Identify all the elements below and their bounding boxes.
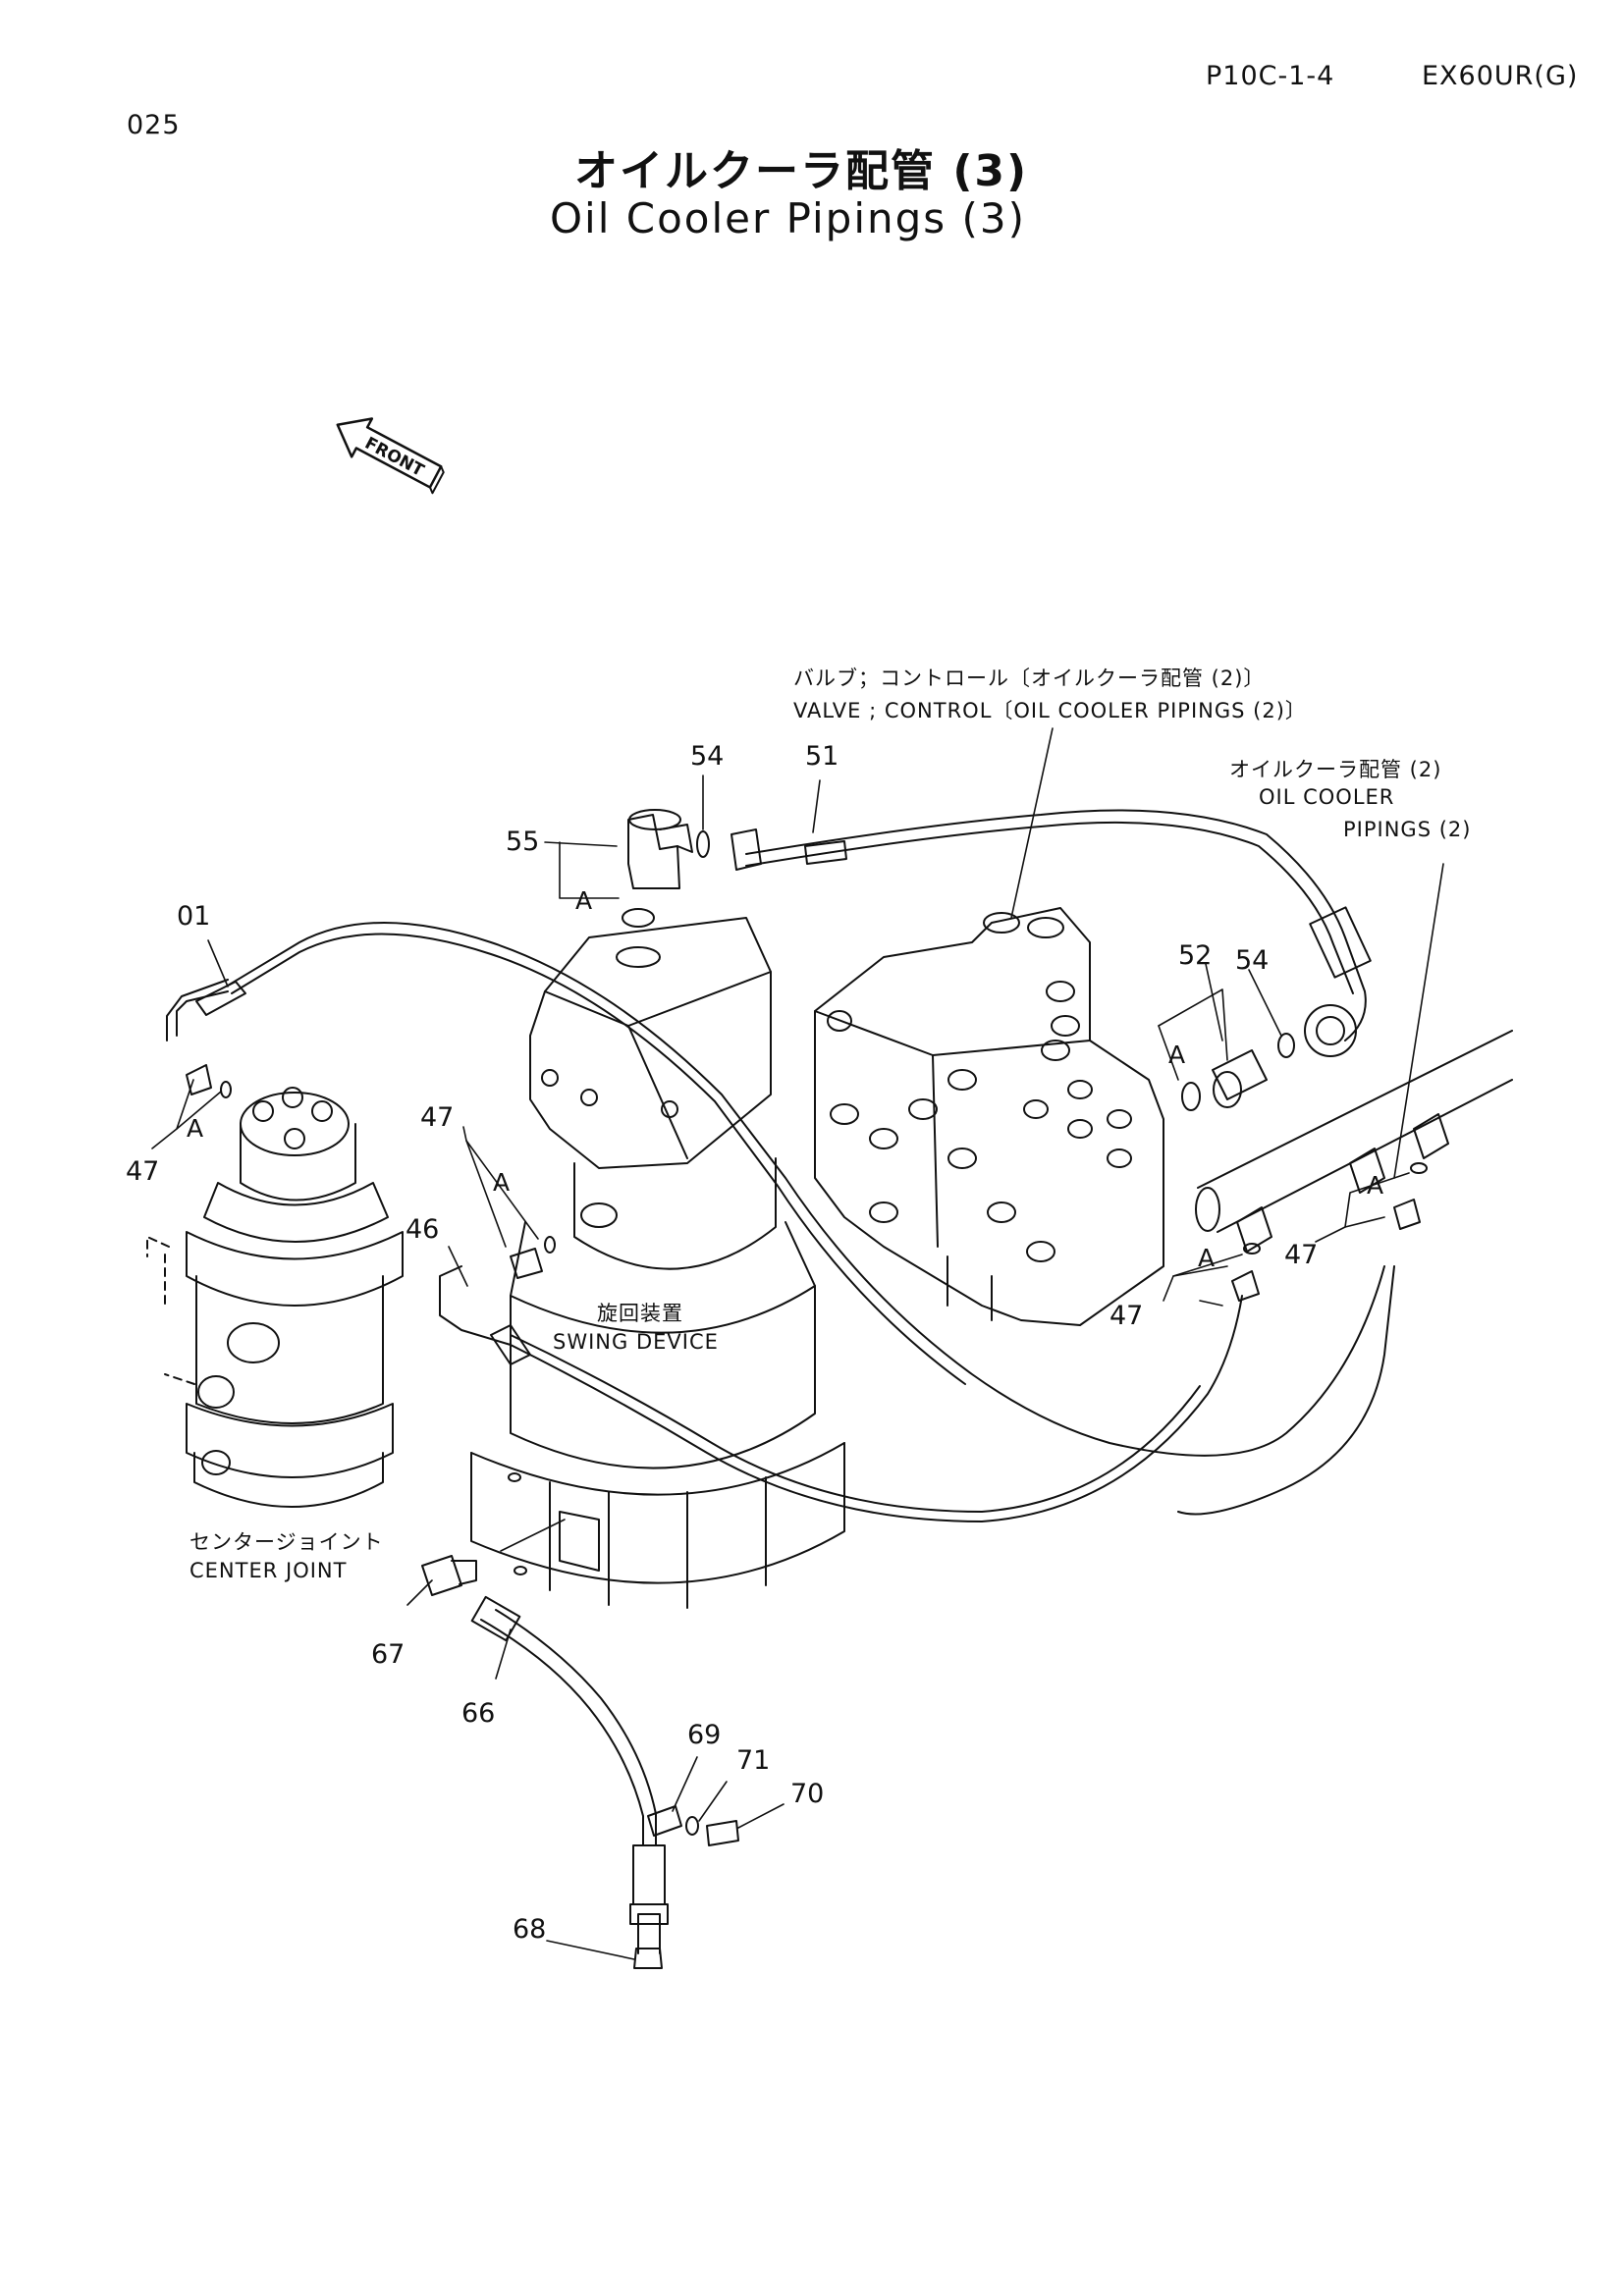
part-number-47-right-lower: 47 [1109,1301,1144,1331]
part-number-46: 46 [406,1214,440,1245]
cooler-pipe-drawing [1196,1031,1512,1252]
part-number-51: 51 [805,741,839,772]
part-number-67: 67 [371,1639,406,1670]
part-number-66: 66 [461,1698,496,1729]
document-code: P10C-1-4 [1206,61,1335,91]
part-number-47-right-upper: 47 [1284,1240,1319,1270]
pipings2-label-en-2: PIPINGS (2) [1343,818,1472,841]
fittings [187,810,1427,1968]
title-japanese: オイルクーラ配管 (3) [574,146,1029,196]
part-number-69: 69 [687,1720,722,1750]
front-arrow-icon: FRONT [327,405,450,498]
part-number-47-center: 47 [420,1102,455,1133]
part-number-01: 01 [177,901,211,932]
part-number-52: 52 [1178,940,1213,971]
title-english: Oil Cooler Pipings (3) [550,194,1026,242]
part-number-71: 71 [736,1745,771,1776]
valve-label-ja: バルブ；コントロール〔オイルクーラ配管 (2)〕 [793,667,1266,690]
page-number: 025 [127,110,181,140]
swing-device-label-en: SWING DEVICE [553,1330,719,1354]
pipings2-label-ja: オイルクーラ配管 (2) [1229,758,1442,781]
center-joint-label-ja: センタージョイント [189,1530,384,1554]
center-joint-label-en: CENTER JOINT [189,1559,348,1582]
part-number-54-top: 54 [690,741,725,772]
part-number-68: 68 [513,1914,547,1945]
callout-a-right-lower: A [1198,1244,1216,1272]
part-number-54-right: 54 [1235,945,1270,976]
callout-a-center: A [493,1168,511,1197]
callout-a-left: A [187,1114,204,1143]
callout-a-right-upper: A [1367,1171,1384,1200]
swing-device-drawing [471,918,844,1608]
leader-lines [152,728,1443,1959]
callout-a-52: A [1168,1041,1186,1069]
part-number-47-left: 47 [126,1156,160,1187]
center-joint-drawing [147,1088,403,1507]
valve-label-en: VALVE ; CONTROL〔OIL COOLER PIPINGS (2)〕 [793,699,1307,722]
part-number-70: 70 [790,1779,825,1809]
part-number-55: 55 [506,827,540,857]
control-valve-drawing [815,908,1163,1325]
hoses [167,811,1394,1954]
model-code: EX60UR(G) [1422,61,1579,91]
swing-device-label-ja: 旋回装置 [597,1302,683,1325]
callout-a-55: A [575,886,593,915]
pipings2-label-en-1: OIL COOLER [1259,785,1395,809]
